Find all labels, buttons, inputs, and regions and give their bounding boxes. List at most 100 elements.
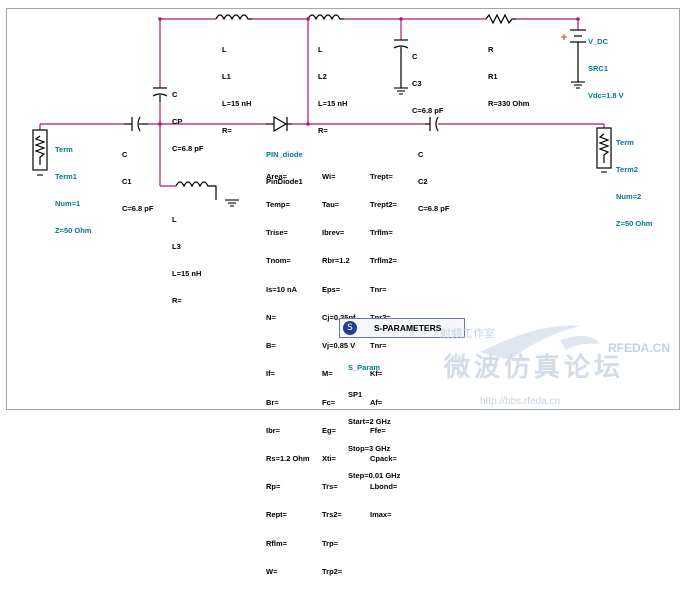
term2-num: Num=2: [616, 192, 642, 201]
term1-label: Term Term1 Num=1 Z=50 Ohm: [55, 127, 91, 253]
inductor-l3[interactable]: [175, 181, 217, 200]
diode-param: Rflm=: [266, 538, 288, 548]
l2-name: L2: [318, 72, 327, 81]
watermark-url: http://bbs.rfeda.cn: [480, 396, 561, 407]
src-label: V_DC SRC1 Vdc=1.8 V: [588, 19, 624, 118]
l3-type: L: [172, 215, 177, 224]
watermark-small-text: 射频工作室: [440, 328, 495, 340]
sparam-stop: Stop=3 GHz: [348, 444, 391, 453]
diode-param: Tnr=: [370, 341, 387, 351]
c1-type: C: [122, 150, 128, 159]
junction-dots: [158, 17, 580, 126]
resistor-r1[interactable]: [485, 13, 516, 25]
l2-value: L=15 nH: [318, 99, 348, 108]
l2-label: L L2 L=15 nH R=: [318, 27, 347, 153]
term2-resistor: [598, 133, 610, 163]
c2-type: C: [418, 150, 424, 159]
term1-z: Z=50 Ohm: [55, 226, 92, 235]
diode-param: Trise=: [266, 228, 288, 238]
pin-diode-body[interactable]: [273, 115, 288, 133]
c2-value: C=6.8 pF: [418, 204, 450, 213]
c1-value: C=6.8 pF: [122, 204, 154, 213]
term1-type: Term: [55, 145, 73, 154]
diode-param: W=: [266, 566, 278, 576]
schematic-drawing: [32, 13, 612, 360]
c3-value: C=6.8 pF: [412, 106, 444, 115]
c1-plate-r[interactable]: [137, 116, 141, 132]
cp-label: C CP C=6.8 pF: [172, 72, 203, 171]
diode-param: Area=: [266, 171, 288, 181]
term2-box[interactable]: [596, 127, 612, 169]
inductor-l1[interactable]: [215, 14, 252, 21]
l1-r: R=: [222, 126, 232, 135]
r1-name: R1: [488, 72, 498, 81]
l1-name: L1: [222, 72, 231, 81]
r1-value: R=330 Ohm: [488, 99, 530, 108]
l3-name: L3: [172, 242, 181, 251]
c2-label: C C2 C=6.8 pF: [418, 132, 449, 231]
src-value: Vdc=1.8 V: [588, 91, 624, 100]
diode-param: Vj=0.85 V: [322, 341, 356, 351]
watermark-logo: [480, 325, 600, 360]
diode-param: Rbr=1.2: [322, 256, 350, 266]
diode-param: Rept=: [266, 510, 288, 520]
diode-param: Is=10 nA: [266, 284, 298, 294]
dc-source-icon: [561, 34, 567, 40]
diode-param: Ibr=: [266, 425, 280, 435]
l3-r: R=: [172, 296, 182, 305]
diode-label: PIN_diode PinDiode1: [266, 132, 303, 204]
diode-type: PIN_diode: [266, 150, 303, 159]
diode-param: Wi=: [322, 171, 336, 181]
c3-plate-bottom[interactable]: [393, 45, 409, 49]
wires: [39, 18, 605, 187]
diode-param: Ibrev=: [322, 228, 345, 238]
term1-num: Num=1: [55, 199, 81, 208]
term1-box[interactable]: [32, 129, 48, 171]
l2-r: R=: [318, 126, 328, 135]
l3-value: L=15 nH: [172, 269, 202, 278]
term1-resistor: [34, 135, 46, 165]
watermark-site: RFEDA.CN: [608, 341, 670, 355]
l1-label: L L1 L=15 nH R=: [222, 27, 251, 153]
inductor-l2[interactable]: [307, 14, 344, 21]
c3-name: C3: [412, 79, 422, 88]
cp-plate-bottom[interactable]: [152, 93, 168, 97]
schematic-canvas[interactable]: Term Term1 Num=1 Z=50 Ohm C C1 C=6.8 pF …: [0, 0, 690, 576]
schematic-frame: [6, 8, 680, 410]
diode-param: Trp=: [322, 538, 339, 548]
diode-param: Fc=: [322, 397, 336, 407]
s-parameters-block[interactable]: S S-PARAMETERS: [339, 318, 465, 338]
l2-type: L: [318, 45, 323, 54]
cp-type: C: [172, 90, 178, 99]
s-parameter-icon: S: [343, 321, 357, 335]
diode-param: Eps=: [322, 284, 341, 294]
c2-name: C2: [418, 177, 428, 186]
r1-type: R: [488, 45, 494, 54]
diode-param: Tau=: [322, 200, 340, 210]
c1-name: C1: [122, 177, 132, 186]
diode-param: Trept=: [370, 171, 393, 181]
diode-params-col1: Area= Temp= Trise= Tnom= Is=10 nA N= B= …: [266, 153, 310, 595]
term1-name: Term1: [55, 172, 77, 181]
cp-name: CP: [172, 117, 183, 126]
diode-param: Temp=: [266, 200, 290, 210]
term2-name: Term2: [616, 165, 638, 174]
diode-param: Trs2=: [322, 510, 342, 520]
c1-label: C C1 C=6.8 pF: [122, 132, 153, 231]
diode-param: Trflm2=: [370, 256, 397, 266]
diode-param: Imax=: [370, 510, 392, 520]
diode-param: If=: [266, 369, 275, 379]
diode-param: N=: [266, 312, 276, 322]
diode-param: Rp=: [266, 482, 281, 492]
cp-value: C=6.8 pF: [172, 144, 204, 153]
l1-type: L: [222, 45, 227, 54]
diode-param: B=: [266, 341, 276, 351]
term2-type: Term: [616, 138, 634, 147]
src-type: V_DC: [588, 37, 609, 46]
diode-param: Trp2=: [322, 566, 343, 576]
sparam-label: S_Param SP1 Start=2 GHz Stop=3 GHz Step=…: [348, 345, 400, 498]
diode-param: Tnom=: [266, 256, 291, 266]
sparam-start: Start=2 GHz: [348, 417, 391, 426]
diode-param: Tnr=: [370, 284, 387, 294]
c2-plate-r[interactable]: [435, 116, 439, 132]
